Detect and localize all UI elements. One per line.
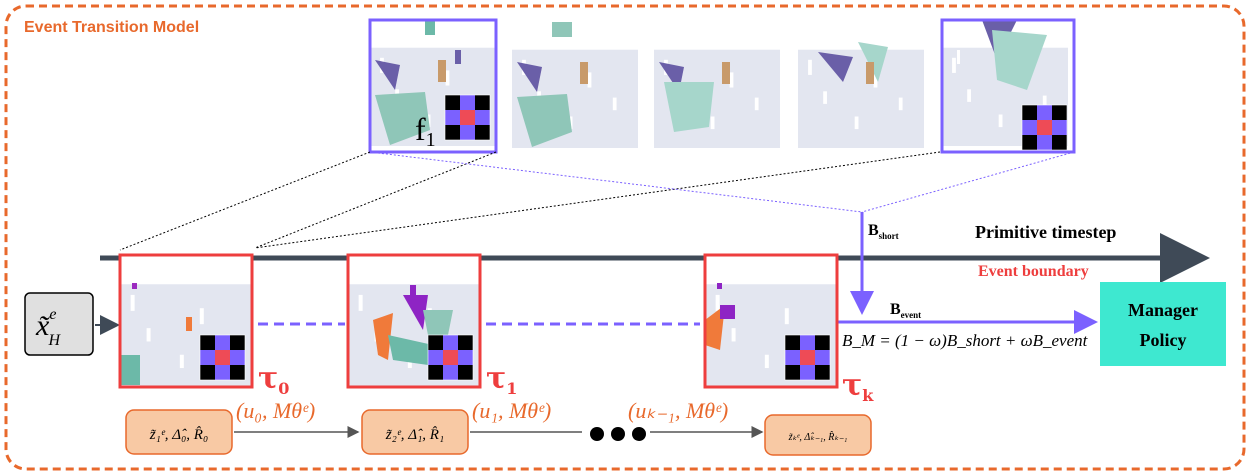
frame-last [940, 18, 1076, 154]
tau-1: τ1 [486, 361, 517, 398]
svg-text:x̃eH: x̃eH [35, 306, 61, 349]
outer-dashed-border [4, 4, 1246, 471]
svg-text:z̃ₖᵉ, Δ̂ₖ₋₁, R̂ₖ₋₁: z̃ₖᵉ, Δ̂ₖ₋₁, R̂ₖ₋₁ [788, 430, 848, 443]
b-event-label: Bevent [890, 301, 921, 320]
blend-formula: B_M = (1 − ω)B_short + ωB_event [842, 331, 1089, 350]
ellipsis-dot-2 [611, 427, 625, 441]
tau-0: τ0 [258, 361, 289, 398]
frame-strip: f1 [368, 18, 1076, 154]
transition-label-k: (uₖ₋₁, Mθᵉ) [628, 398, 728, 423]
ellipsis-dot-1 [590, 427, 604, 441]
event-frame-k [703, 253, 839, 389]
diagram-title: Event Transition Model [24, 19, 199, 36]
frame-label-f: f1 [415, 111, 436, 151]
primitive-timestep-label: Primitive timestep [975, 222, 1116, 242]
latent-node-2: z̃₂ᵉ, Δ̂₁, R̂₁ [361, 409, 469, 455]
event-boundary-label: Event boundary [978, 263, 1089, 280]
svg-text:Manager: Manager [1128, 300, 1198, 320]
svg-text:z̃₁ᵉ, Δ̂₀, R̂₀: z̃₁ᵉ, Δ̂₀, R̂₀ [149, 427, 208, 443]
manager-policy-box: Manager Policy [1100, 282, 1226, 366]
svg-text:Policy: Policy [1140, 330, 1187, 350]
latent-node-k: z̃ₖᵉ, Δ̂ₖ₋₁, R̂ₖ₋₁ [764, 414, 872, 456]
latent-node-1: z̃₁ᵉ, Δ̂₀, R̂₀ [125, 409, 233, 455]
svg-text:z̃₂ᵉ, Δ̂₁, R̂₁: z̃₂ᵉ, Δ̂₁, R̂₁ [385, 427, 444, 443]
tau-k: τk [842, 368, 874, 405]
transition-label-0: (u₀, Mθᵉ) [236, 398, 315, 423]
b-short-label: Bshort [868, 222, 899, 241]
event-frame-0 [118, 253, 254, 389]
ellipsis-dot-3 [632, 427, 646, 441]
transition-label-1: (u₁, Mθᵉ) [472, 398, 551, 423]
frame-f1 [368, 18, 498, 154]
event-frame-1 [346, 253, 482, 389]
